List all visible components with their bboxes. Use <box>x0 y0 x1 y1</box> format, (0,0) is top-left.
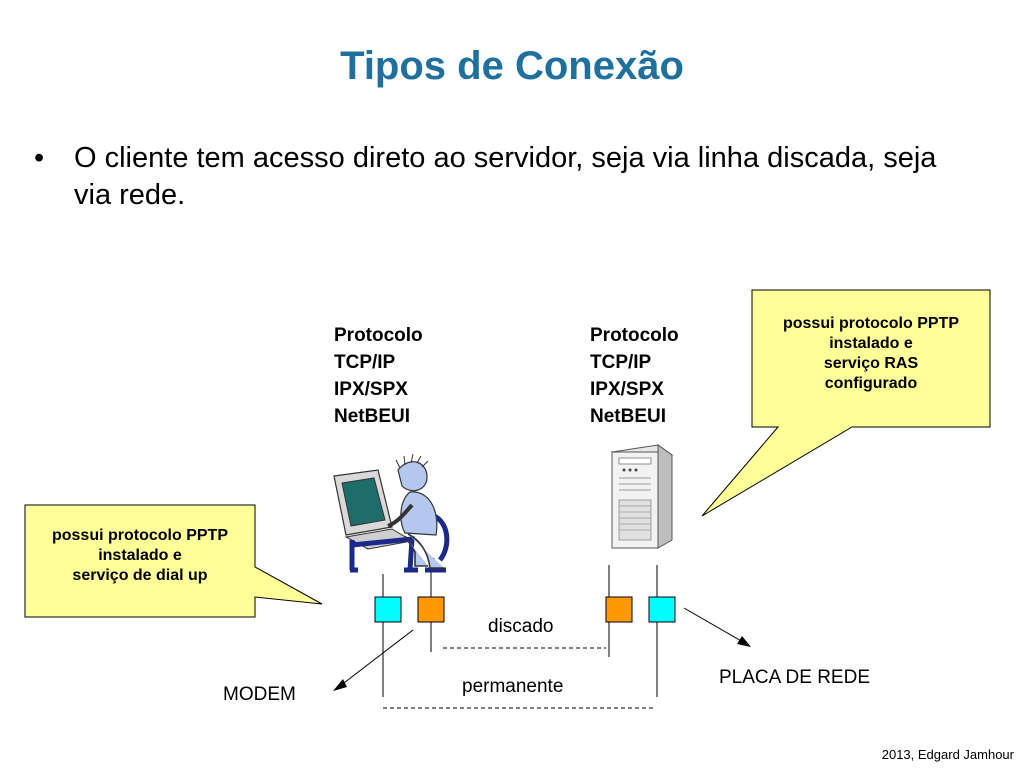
callout-client-line: serviço de dial up <box>72 567 208 584</box>
callout-client-line: instalado e <box>98 547 182 564</box>
footer-credit: 2013, Edgard Jamhour <box>881 747 1014 762</box>
client-protocol-list: Protocolo TCP/IP IPX/SPX NetBEUI <box>334 322 423 430</box>
callout-server-line: configurado <box>824 375 918 392</box>
client-protocol-heading: Protocolo <box>334 325 423 346</box>
callout-server-line: instalado e <box>829 335 913 352</box>
client-protocol-item: NetBEUI <box>334 406 411 427</box>
client-network-card-icon <box>374 596 402 623</box>
callout-server-line: possui protocolo PPTP <box>782 315 959 332</box>
bullet-item: • O cliente tem acesso direto ao servido… <box>34 140 954 214</box>
client-modem-icon <box>417 596 445 623</box>
server-network-card-icon <box>648 596 676 623</box>
callout-server-line: serviço RAS <box>823 355 919 372</box>
server-protocol-heading: Protocolo <box>590 325 679 346</box>
callout-server-box <box>701 289 991 517</box>
modem-pointer-arrow <box>339 629 414 687</box>
callout-client-text: possui protocolo PPTP instalado e serviç… <box>25 526 255 586</box>
client-protocol-item: TCP/IP <box>334 352 396 373</box>
dialup-label: discado <box>488 616 554 637</box>
server-protocol-item: NetBEUI <box>590 406 667 427</box>
server-protocol-list: Protocolo TCP/IP IPX/SPX NetBEUI <box>590 322 679 430</box>
network-card-label: PLACA DE REDE <box>719 667 870 688</box>
permanent-label: permanente <box>462 676 564 697</box>
modem-arrowhead-icon <box>333 679 347 691</box>
network-card-arrowhead-icon <box>737 636 751 647</box>
slide-title: Tipos de Conexão <box>340 44 684 88</box>
callout-client-line: possui protocolo PPTP <box>51 527 228 544</box>
server-tower-icon <box>610 444 674 549</box>
network-card-pointer-arrow <box>683 607 744 643</box>
bullet-text: O cliente tem acesso direto ao servidor,… <box>74 142 937 211</box>
callout-server-text: possui protocolo PPTP instalado e serviç… <box>752 314 990 394</box>
server-protocol-item: IPX/SPX <box>590 379 664 400</box>
client-protocol-item: IPX/SPX <box>334 379 408 400</box>
modem-label: MODEM <box>223 684 296 705</box>
server-modem-icon <box>605 596 633 623</box>
bullet-symbol: • <box>34 142 45 174</box>
server-protocol-item: TCP/IP <box>590 352 652 373</box>
user-person-icon <box>387 453 444 569</box>
callout-client-box <box>24 504 323 618</box>
